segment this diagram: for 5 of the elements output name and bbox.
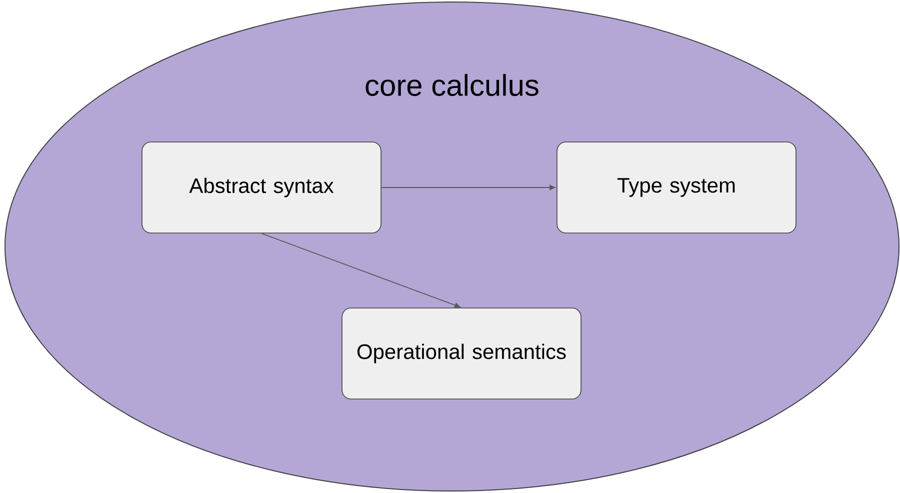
arrow bbox=[380, 184, 556, 190]
process-box: Operational semantics bbox=[342, 308, 582, 400]
arrow bbox=[261, 232, 460, 308]
process-box: Type system bbox=[556, 142, 796, 234]
process-box: Abstract syntax bbox=[142, 142, 382, 234]
